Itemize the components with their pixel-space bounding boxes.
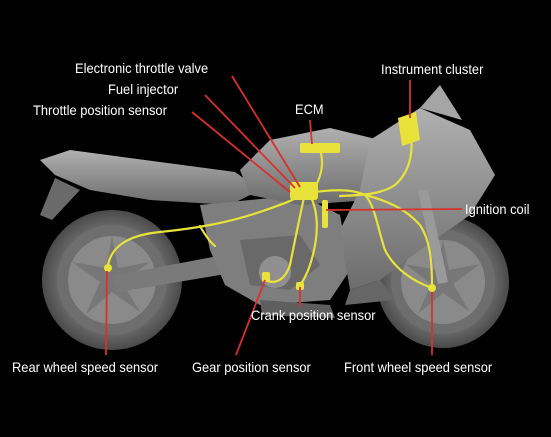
label-electronic-throttle-valve: Electronic throttle valve [75,60,209,76]
exhaust [260,300,335,318]
rear-wheel [42,210,182,350]
front-fairing [340,108,495,290]
throttle-body-unit [290,182,318,200]
front-fork [418,190,448,284]
instrument-cluster-unit [398,112,420,146]
label-ecm: ECM [295,101,324,117]
label-gear-position-sensor: Gear position sensor [192,359,311,375]
label-front-wheel-speed-sensor: Front wheel speed sensor [344,359,493,375]
label-ignition-coil: Ignition coil [465,201,530,217]
label-instrument-cluster: Instrument cluster [381,61,484,77]
label-rear-wheel-speed-sensor: Rear wheel speed sensor [12,359,159,375]
ignition-coil-unit [322,200,328,228]
gear-position-sensor-unit [262,272,270,282]
label-crank-position-sensor: Crank position sensor [251,307,376,323]
leader-lines [105,75,463,356]
tail-section [40,150,260,205]
label-fuel-injector: Fuel injector [108,81,179,97]
belly-pan [345,280,395,305]
electrical-components [104,112,436,292]
rear-hugger [40,178,80,220]
windscreen [420,85,462,120]
front-wheel-speed-sensor-unit [428,284,436,292]
ecm-unit [300,143,340,153]
label-throttle-position-sensor: Throttle position sensor [33,102,167,118]
fuel-tank [240,128,395,205]
rear-wheel-speed-sensor-unit [104,264,112,272]
crank-position-sensor-unit [296,282,304,290]
